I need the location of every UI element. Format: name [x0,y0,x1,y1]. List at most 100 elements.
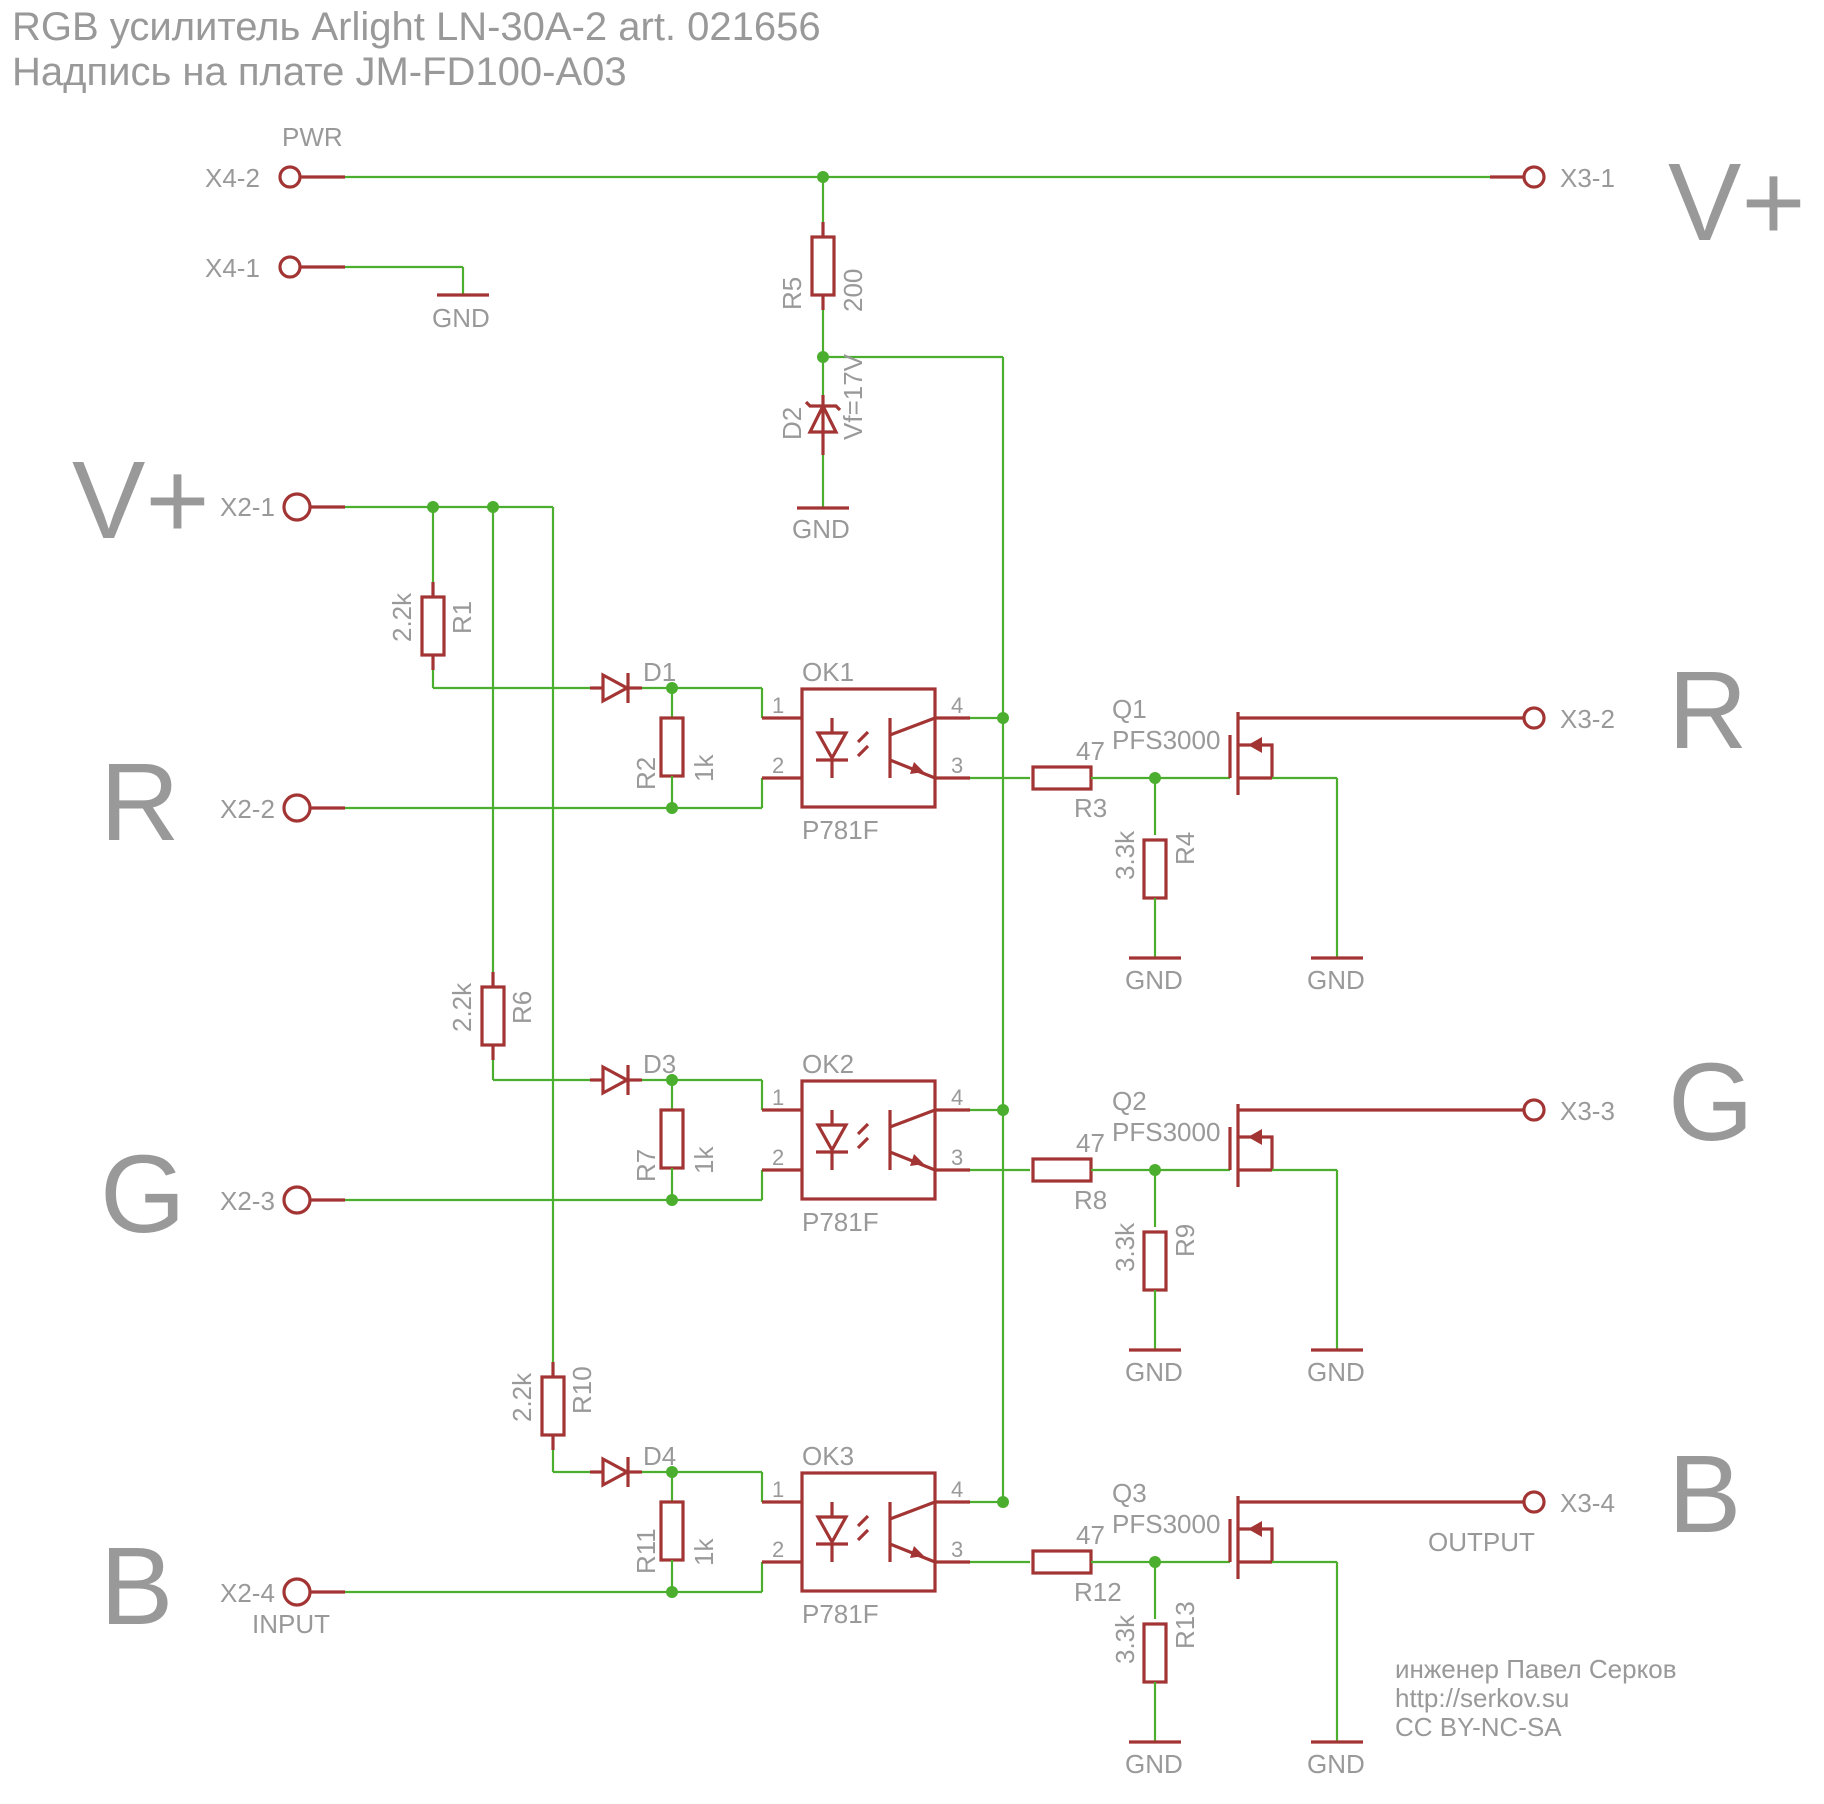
terminal-x2-3 [282,1185,312,1215]
power-section: PWR X4-2 X3-1 V+ X4-1 GND R5 200 D2 Vf=1… [205,122,1806,1498]
rgnd-name: R13 [1170,1601,1200,1649]
input-rail: V+ X2-1 INPUT OUTPUT [72,439,1535,1639]
optocoupler-ok2 [800,1079,937,1201]
pin-4: 4 [951,1085,963,1110]
pin-1: 1 [772,1477,784,1502]
fet-part: PFS3000 [1112,1117,1220,1147]
rgate-name: R3 [1074,793,1107,823]
pin-4: 4 [951,1477,963,1502]
resistor-r4 [1142,838,1168,900]
output-terminal-label: X3-3 [1560,1096,1615,1126]
optocoupler-ok3 [800,1471,937,1593]
resistor-r13 [1142,1622,1168,1684]
rgate-value: 47 [1076,1520,1105,1550]
rgate-value: 47 [1076,736,1105,766]
resistor-r12 [1031,1549,1093,1575]
pwr-label: PWR [282,122,343,152]
input-terminal-label: X2-3 [220,1186,275,1216]
rpull-value: 2.2k [507,1372,537,1422]
fet-name: Q3 [1112,1478,1147,1508]
color-label-g: G [100,1133,186,1256]
rgnd-name: R4 [1170,832,1200,865]
diode-d1 [601,672,631,704]
title-line-2: Надпись на плате JM-FD100-A03 [12,50,627,94]
output-terminal-label: X3-2 [1560,704,1615,734]
opto-part: P781F [802,1207,879,1237]
pin-2: 2 [772,1537,784,1562]
resistor-r11 [659,1500,685,1562]
fet-part: PFS3000 [1112,725,1220,755]
rpull-name: R6 [507,991,537,1024]
color-label-r: R [100,741,179,864]
rgnd-value: 3.3k [1110,830,1140,880]
rpull-name: R1 [447,601,477,634]
vplus-in-label: V+ [72,439,210,562]
rgnd-value: 3.3k [1110,1222,1140,1272]
rgate-value: 47 [1076,1128,1105,1158]
rshunt-name: R2 [631,757,661,790]
opto-name: OK2 [802,1049,854,1079]
fet-name: Q1 [1112,694,1147,724]
diode-name: D4 [643,1441,676,1471]
pin-3: 3 [951,753,963,778]
pin-2: 2 [772,753,784,778]
terminal-x4-1 [278,255,302,279]
out-color-label-r: R [1668,649,1747,772]
terminal-x4-2 [278,165,302,189]
gnd-d2-label: GND [792,514,850,544]
vplus-out-label: V+ [1668,141,1806,264]
pin-1: 1 [772,693,784,718]
credit-url: http://serkov.su [1395,1683,1569,1713]
opto-name: OK1 [802,657,854,687]
terminal-x3-3 [1522,1098,1546,1122]
d2-value: Vf=17V [838,353,868,440]
gnd-label: GND [1125,965,1183,995]
diode-name: D1 [643,657,676,687]
gnd-label: GND [1307,1357,1365,1387]
color-label-b: B [100,1525,173,1648]
diode-name: D3 [643,1049,676,1079]
r5-name: R5 [777,277,807,310]
r5-value: 200 [838,269,868,312]
credit-author: инженер Павел Серков [1395,1654,1677,1684]
rshunt-name: R7 [631,1149,661,1182]
x2-1-label: X2-1 [220,492,275,522]
pin-1: 1 [772,1085,784,1110]
pin-4: 4 [951,693,963,718]
credit-license: CC BY-NC-SA [1395,1712,1562,1742]
resistor-r2 [659,716,685,778]
fet-part: PFS3000 [1112,1509,1220,1539]
resistor-r5 [810,235,836,297]
input-terminal-label: X2-4 [220,1578,275,1608]
out-color-label-g: G [1668,1041,1754,1164]
resistor-r6 [480,985,506,1047]
resistor-r10 [540,1375,566,1437]
terminal-x2-4 [282,1577,312,1607]
gnd-label: GND [1307,1749,1365,1779]
terminal-x3-2 [1522,706,1546,730]
fet-name: Q2 [1112,1086,1147,1116]
terminal-x3-1 [1522,165,1546,189]
rpull-value: 2.2k [447,982,477,1032]
opto-part: P781F [802,1599,879,1629]
opto-part: P781F [802,815,879,845]
optocoupler-ok1 [800,687,937,809]
x4-2-label: X4-2 [205,163,260,193]
rgnd-name: R9 [1170,1224,1200,1257]
opto-name: OK3 [802,1441,854,1471]
rshunt-value: 1k [689,754,719,782]
input-terminal-label: X2-2 [220,794,275,824]
out-color-label-b: B [1668,1433,1741,1556]
d2-name: D2 [777,407,807,440]
terminal-x3-4 [1522,1490,1546,1514]
pin-2: 2 [772,1145,784,1170]
terminal-x2-2 [282,793,312,823]
pin-3: 3 [951,1145,963,1170]
rshunt-name: R11 [631,1528,661,1574]
input-label: INPUT [252,1609,330,1639]
resistor-r8 [1031,1157,1093,1183]
rgate-name: R8 [1074,1185,1107,1215]
